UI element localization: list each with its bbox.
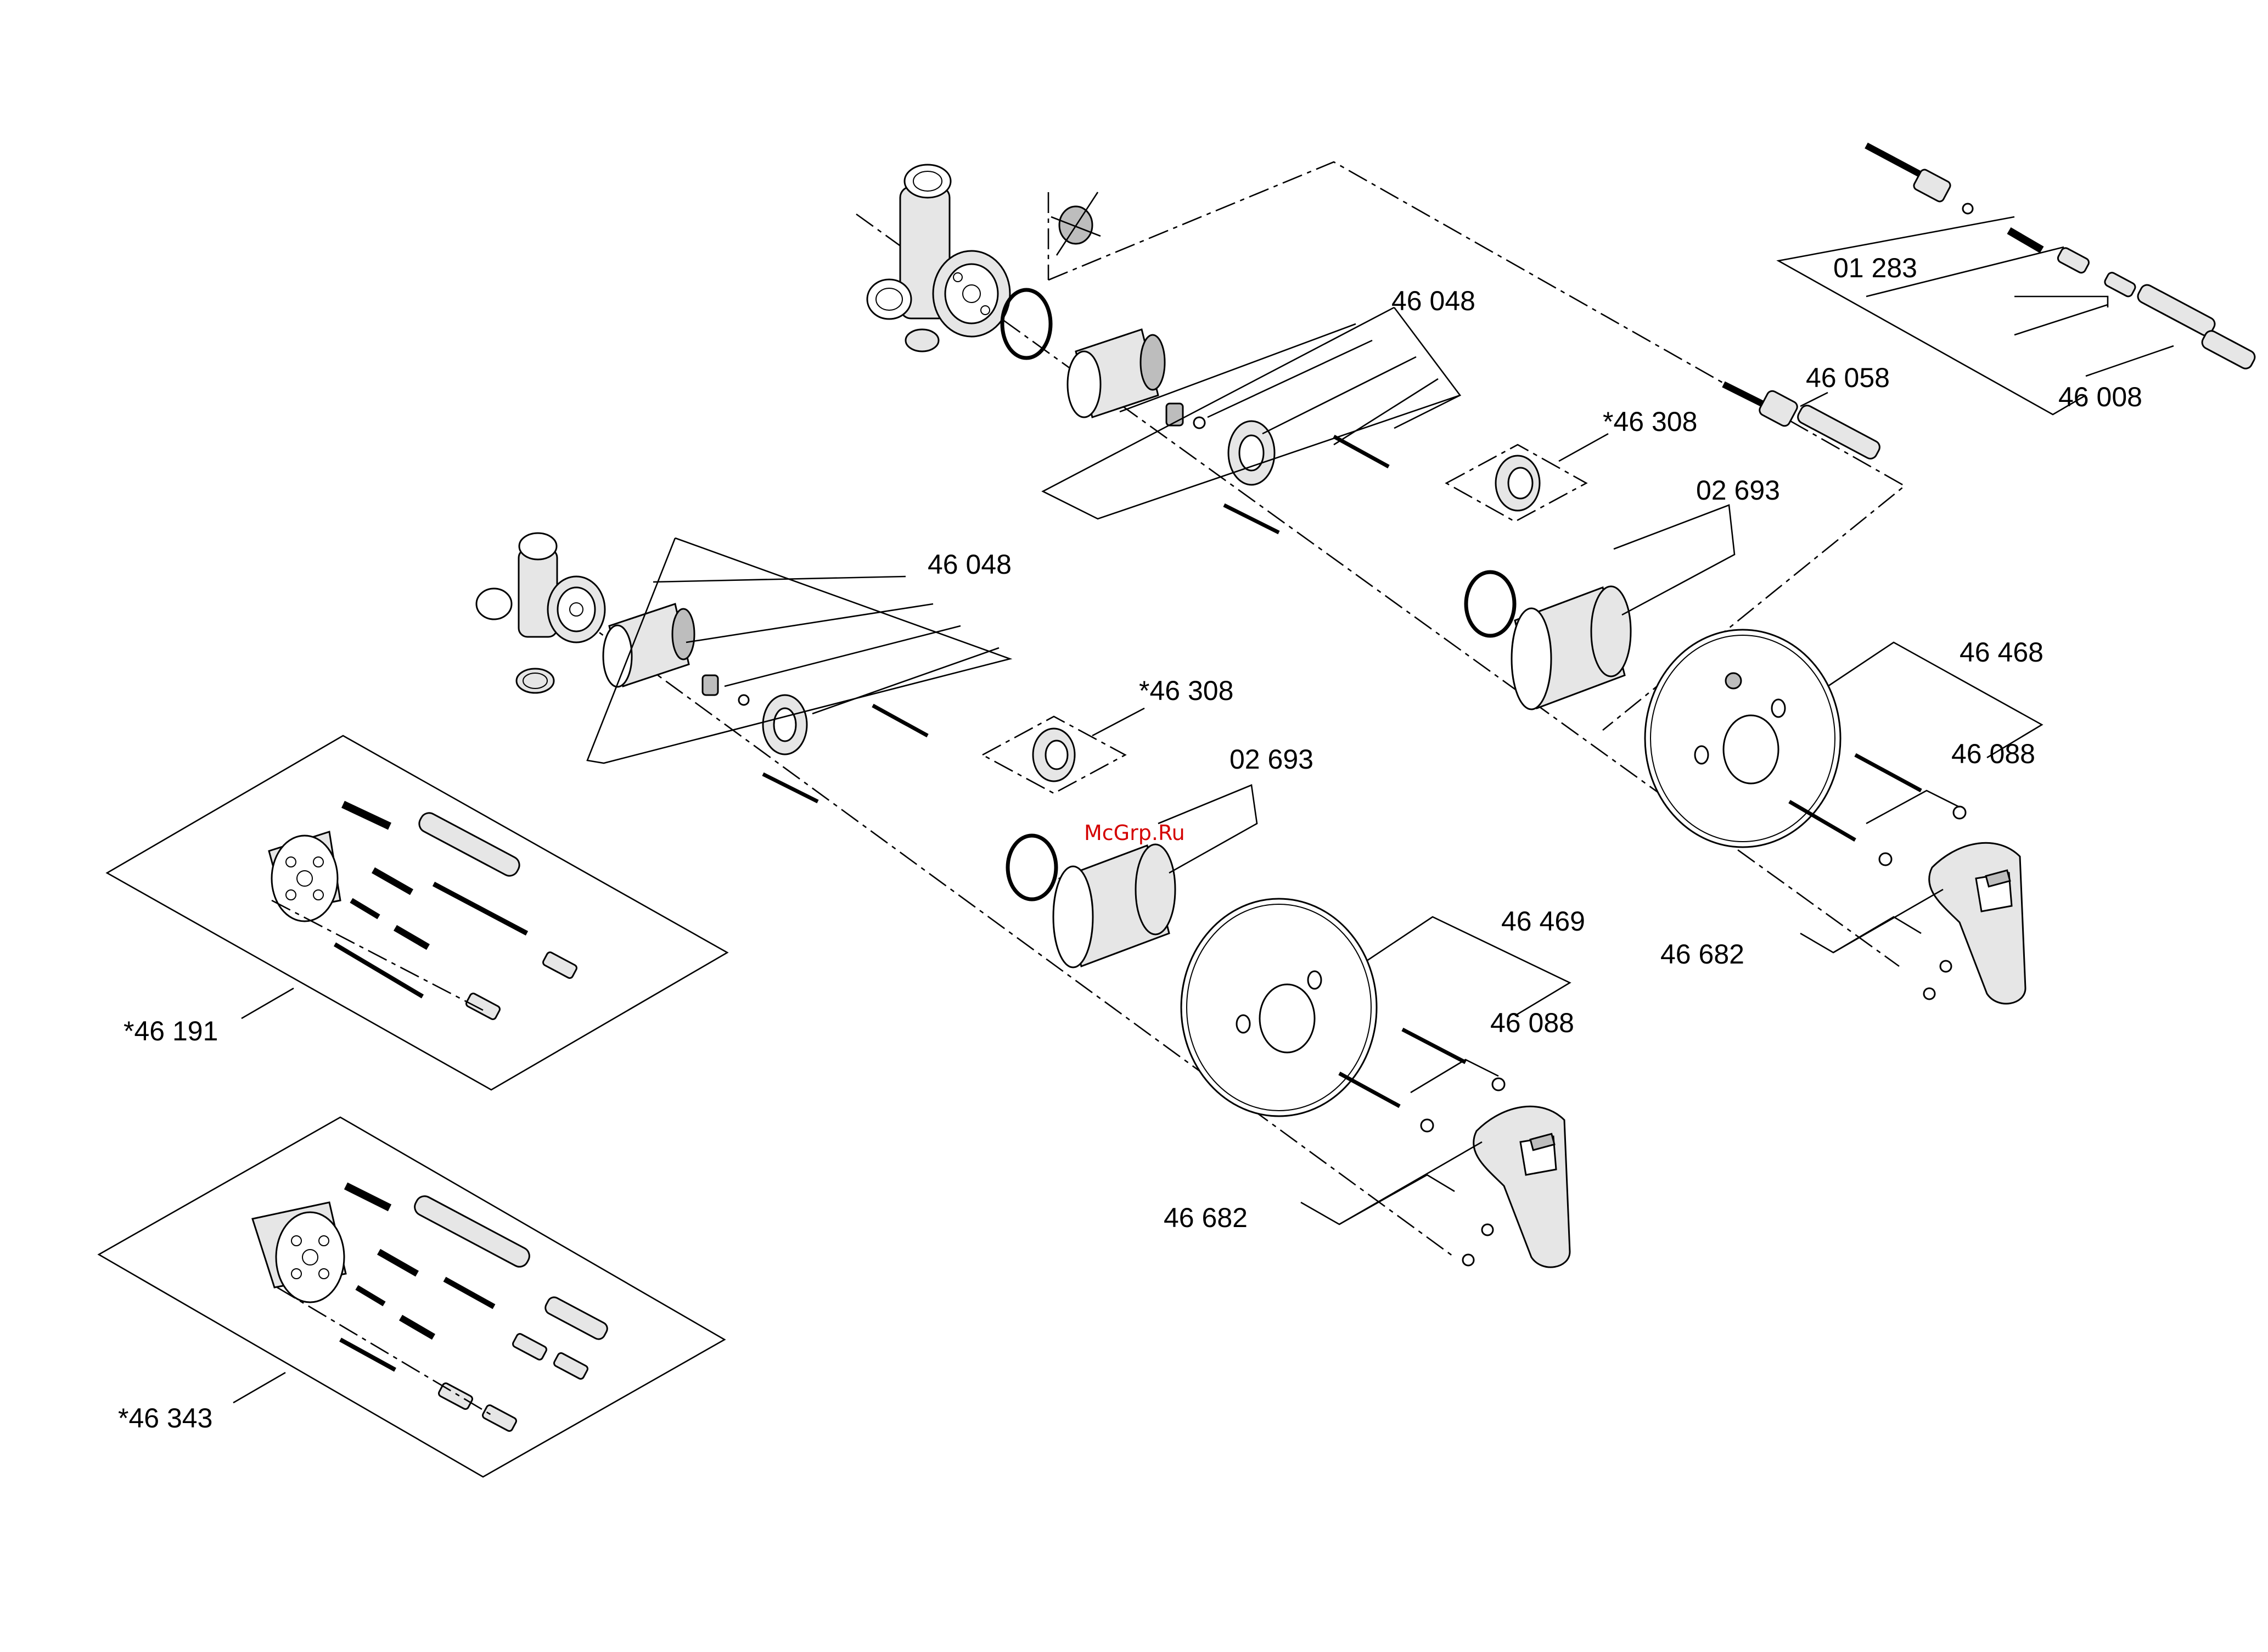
upgrade-kit-a: *46 191 <box>107 736 727 1090</box>
upgrade-kit-b: *46 343 <box>99 1117 725 1477</box>
lower-trim-plate-label: 46 469 <box>1501 906 1585 937</box>
spindle-extension-label: 46 058 <box>1806 362 1890 393</box>
spindle-extension-icon <box>1724 384 1882 461</box>
upgrade-kit-a-cartridge <box>269 832 340 921</box>
upper-lever-icon <box>1924 843 2025 1004</box>
spindle-kit-label: 01 283 <box>1833 253 1917 283</box>
lower-screw-2 <box>763 774 818 802</box>
spindle-extension-leader <box>1800 393 1828 406</box>
lower-lever-icon <box>1463 1106 1570 1267</box>
lower-nut-icon <box>763 695 807 754</box>
upper-stop-kit-label: *46 308 <box>1603 406 1697 437</box>
lower-screw-set-label: 46 088 <box>1490 1007 1574 1038</box>
upper-screw-set-leader <box>1866 791 1960 824</box>
upper-valve-body <box>867 165 1010 351</box>
lower-stop-kit-label: *46 308 <box>1139 675 1233 706</box>
lower-assembly: 46 048 *46 308 02 693 46 469 <box>476 533 1585 1267</box>
upper-trim-screw-1 <box>1855 755 1921 791</box>
lower-sleeve-icon <box>1008 836 1175 967</box>
lower-screw-set-leader <box>1411 1060 1498 1093</box>
upper-screw-2 <box>1224 505 1279 533</box>
lower-trim-screw-2 <box>1339 1073 1400 1106</box>
upper-sleeve-icon <box>1466 572 1631 709</box>
upper-sleeve-leader <box>1614 505 1734 615</box>
upper-cartridge-icon <box>1068 329 1205 428</box>
upper-screw-set-label: 46 088 <box>1951 738 2035 769</box>
upper-stop-kit-box <box>1446 434 1608 522</box>
lower-stop-kit-box <box>983 708 1144 793</box>
lower-cartridge-icon <box>603 604 749 705</box>
lower-screw-1 <box>873 705 928 736</box>
lower-cartridge-label: 46 048 <box>928 549 1012 580</box>
watermark-text: McGrp.Ru <box>1084 821 1185 845</box>
lower-lever-label: 46 682 <box>1164 1202 1248 1233</box>
upgrade-kit-b-leader <box>233 1373 285 1403</box>
extension-set-label: 46 008 <box>2058 382 2142 412</box>
upper-lever-leader <box>1800 889 1943 953</box>
upgrade-kit-a-label: *46 191 <box>123 1016 218 1046</box>
upper-trim-plate-label: 46 468 <box>1960 637 2044 668</box>
lower-sleeve-label: 02 693 <box>1230 744 1313 775</box>
upper-axis-line <box>856 214 1899 966</box>
upper-spindle-group <box>1866 145 2257 371</box>
lower-valve-body <box>476 533 605 693</box>
upper-lever-label: 46 682 <box>1660 939 1744 970</box>
upper-screw-1 <box>1334 436 1389 467</box>
upper-sleeve-label: 02 693 <box>1696 475 1780 506</box>
upper-cartridge-label: 46 048 <box>1391 285 1475 316</box>
upper-crossed-seal-icon <box>1051 192 1101 255</box>
upgrade-kit-b-label: *46 343 <box>118 1403 212 1433</box>
lower-trim-plate-icon <box>1181 899 1377 1116</box>
upgrade-kit-b-cartridge <box>252 1202 346 1302</box>
lower-trim-screw-1 <box>1402 1029 1466 1062</box>
upgrade-kit-a-leader <box>242 988 294 1018</box>
